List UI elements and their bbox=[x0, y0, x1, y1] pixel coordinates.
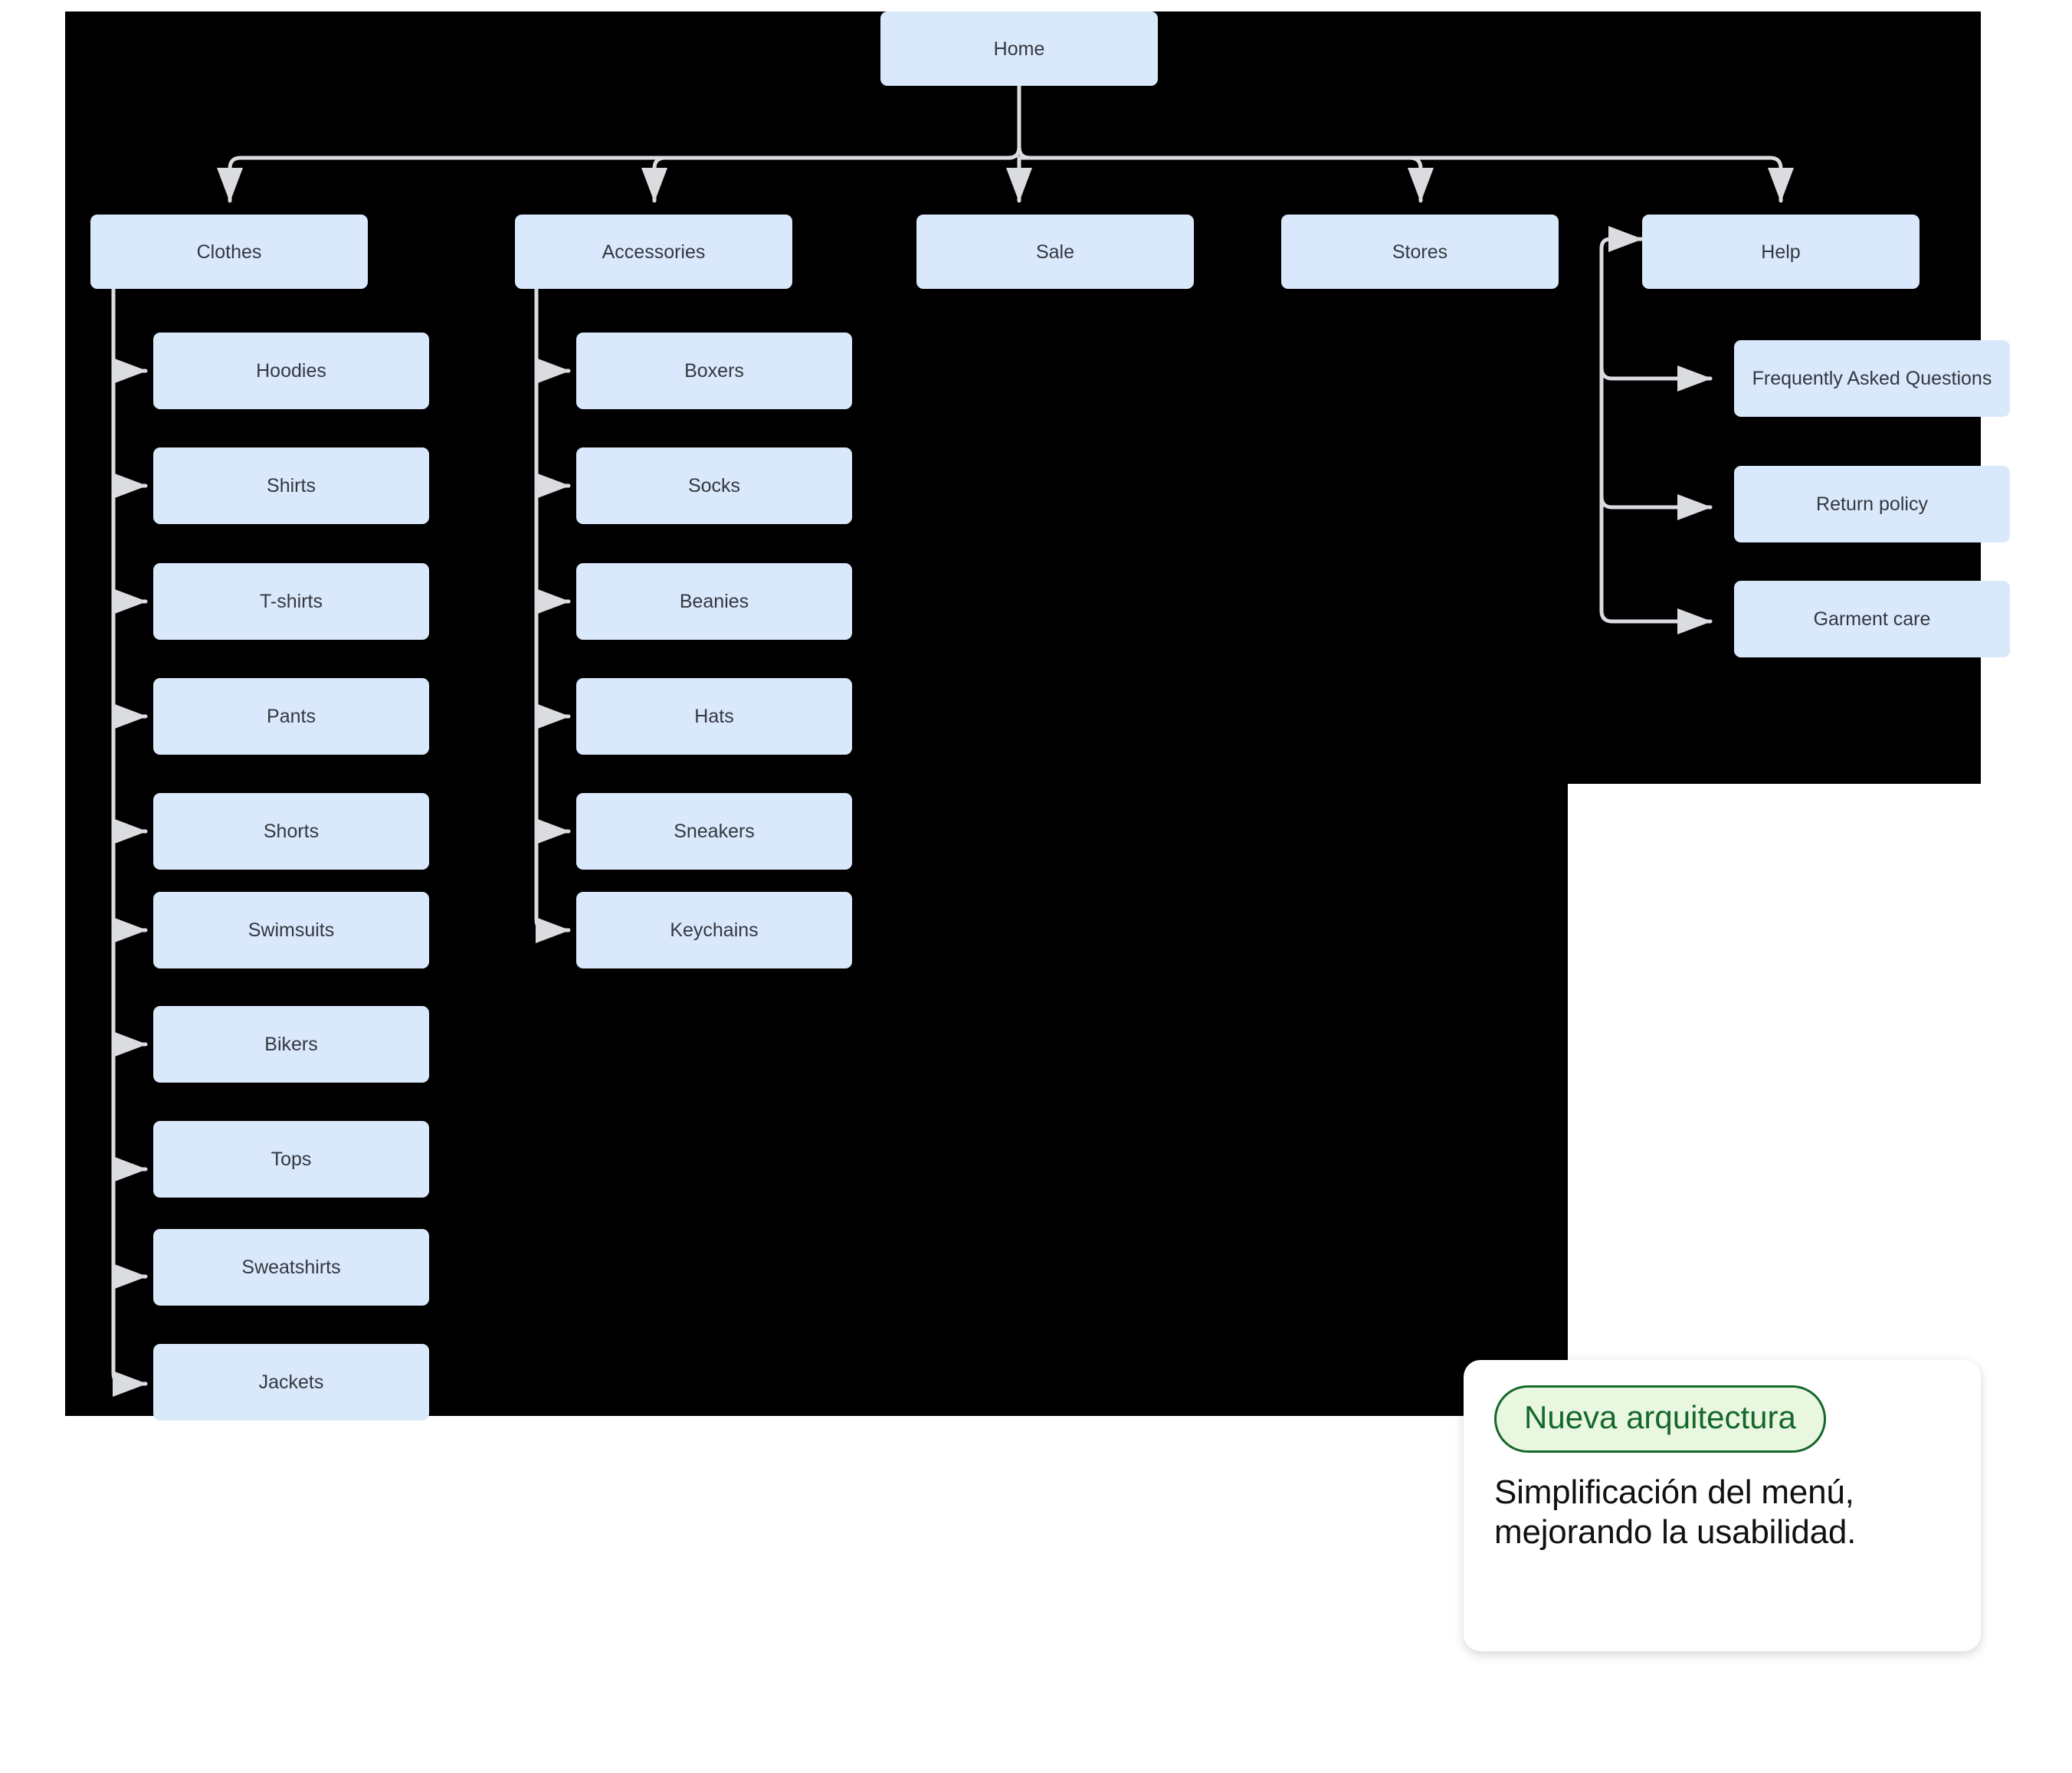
node-stores[interactable]: Stores bbox=[1281, 215, 1559, 289]
node-swimsuits[interactable]: Swimsuits bbox=[153, 892, 429, 968]
node-hoodies[interactable]: Hoodies bbox=[153, 333, 429, 409]
node-sneakers[interactable]: Sneakers bbox=[576, 793, 852, 870]
node-clothes[interactable]: Clothes bbox=[90, 215, 368, 289]
node-bikers[interactable]: Bikers bbox=[153, 1006, 429, 1083]
node-home[interactable]: Home bbox=[880, 11, 1158, 86]
node-return-policy[interactable]: Return policy bbox=[1734, 466, 2010, 542]
diagram-canvas-lower bbox=[65, 783, 1568, 1416]
annotation-body-text: Simplificación del menú, mejorando la us… bbox=[1494, 1473, 1857, 1551]
node-sweatshirts[interactable]: Sweatshirts bbox=[153, 1229, 429, 1306]
node-socks[interactable]: Socks bbox=[576, 447, 852, 524]
node-sale[interactable]: Sale bbox=[916, 215, 1194, 289]
node-help[interactable]: Help bbox=[1642, 215, 1920, 289]
node-keychains[interactable]: Keychains bbox=[576, 892, 852, 968]
node-accessories[interactable]: Accessories bbox=[515, 215, 792, 289]
node-tops[interactable]: Tops bbox=[153, 1121, 429, 1198]
node-garment-care[interactable]: Garment care bbox=[1734, 581, 2010, 657]
node-tshirts[interactable]: T-shirts bbox=[153, 563, 429, 640]
node-shirts[interactable]: Shirts bbox=[153, 447, 429, 524]
node-faq[interactable]: Frequently Asked Questions bbox=[1734, 340, 2010, 417]
annotation-badge: Nueva arquitectura bbox=[1494, 1385, 1826, 1453]
node-jackets[interactable]: Jackets bbox=[153, 1344, 429, 1421]
node-boxers[interactable]: Boxers bbox=[576, 333, 852, 409]
node-pants[interactable]: Pants bbox=[153, 678, 429, 755]
node-beanies[interactable]: Beanies bbox=[576, 563, 852, 640]
annotation-card: Nueva arquitectura Simplificación del me… bbox=[1464, 1360, 1981, 1651]
node-shorts[interactable]: Shorts bbox=[153, 793, 429, 870]
node-hats[interactable]: Hats bbox=[576, 678, 852, 755]
